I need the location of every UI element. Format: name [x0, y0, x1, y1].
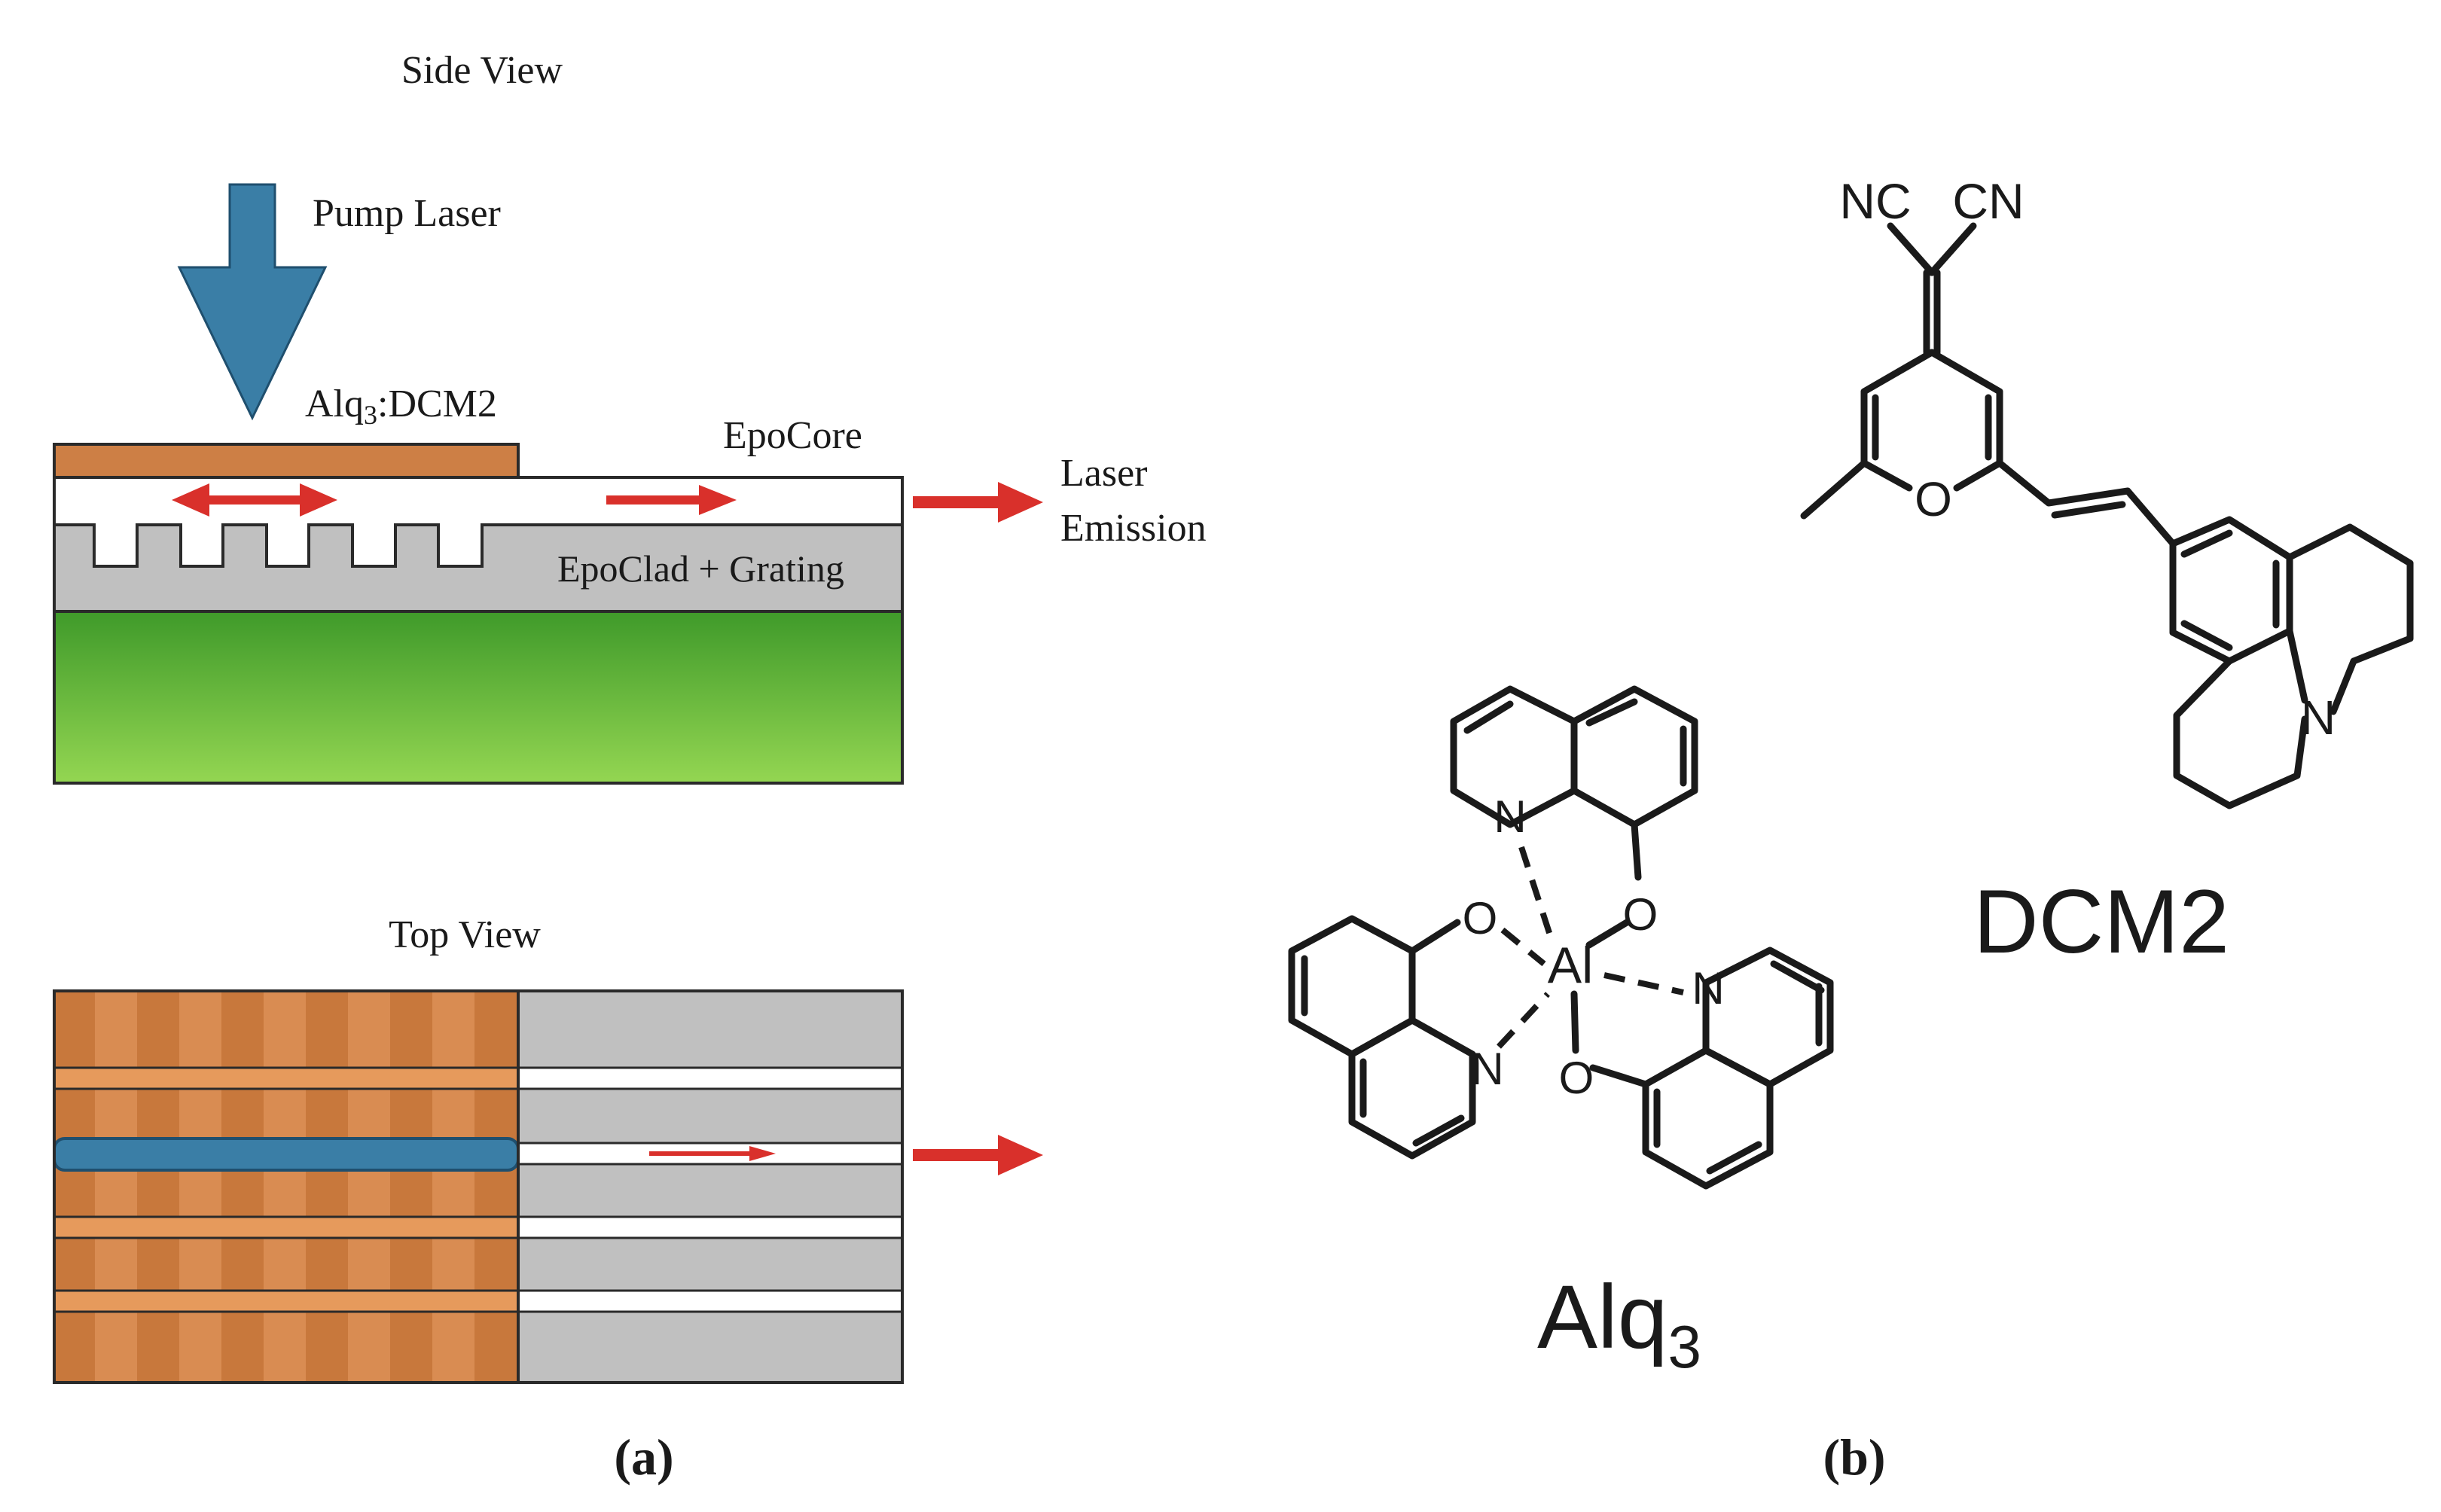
coord-n-top: [1518, 846, 1555, 941]
quinoline-left: O N: [1288, 893, 1504, 1160]
coord-n-left: [1497, 992, 1550, 1049]
bond-o-left-al: [1500, 927, 1546, 967]
atom-n-right: N: [1692, 963, 1724, 1014]
julolidine-ring-lower: [2173, 657, 2308, 809]
feedback-double-arrow: [172, 483, 337, 517]
atom-cn-right: CN: [1952, 173, 2024, 229]
dcm2-label: DCM2: [1973, 871, 2229, 972]
pyran-ring: [1928, 349, 2003, 492]
bond-o-top-al: [1585, 919, 1631, 949]
atom-al: Al: [1548, 937, 1593, 994]
julolidine-ring-upper: [2286, 523, 2414, 665]
top-view-outline: [53, 989, 904, 1384]
propagation-arrow: [606, 485, 737, 515]
bond-nc-left: [1887, 222, 1936, 276]
caption-a: (a): [614, 1428, 673, 1486]
bond-ring-n: [2286, 627, 2308, 704]
gain-layer: [53, 443, 520, 479]
coord-n-right: [1603, 972, 1684, 995]
top-view-title: Top View: [389, 913, 541, 956]
julolidine-aromatic: [2169, 516, 2293, 665]
panel-a-side-view: Side View Pump Laser Alq3:DCM2 EpoCore E…: [53, 49, 1207, 785]
side-view-title: Side View: [401, 49, 563, 92]
atom-nc-left: NC: [1839, 173, 1911, 229]
panel-a-top-view: Top View: [53, 913, 1043, 1384]
emission-arrow-side: [913, 482, 1043, 523]
atom-n-julolidine: N: [2301, 690, 2336, 745]
core-label: EpoCore: [723, 414, 862, 457]
caption-b: (b): [1823, 1428, 1885, 1486]
quinoline-right: N O: [1559, 947, 1834, 1190]
bond-methyl: [1800, 459, 1868, 520]
top-clad-region: [518, 991, 902, 1382]
top-propagation-arrow: [649, 1146, 776, 1161]
bond-n-ring: [2330, 657, 2357, 715]
atom-n-top: N: [1494, 791, 1526, 842]
aromatic-double-3: [2180, 620, 2233, 651]
alq3-label: Alq3: [1537, 1267, 1701, 1380]
bond-cn-right: [1928, 222, 1977, 276]
atom-n-left: N: [1471, 1044, 1503, 1094]
emission-arrow-top: [913, 1135, 1043, 1175]
bond-o-bottom-al: [1570, 990, 1579, 1054]
atom-o-top: O: [1623, 889, 1658, 940]
dcm2-structure: NC CN O N DCM2: [1800, 173, 2414, 972]
pyran-ring-left: [1860, 349, 1936, 492]
top-gain-region: [54, 991, 518, 1382]
atom-o-bottom: O: [1559, 1053, 1594, 1103]
vinyl-double: [2051, 501, 2126, 519]
aromatic-double-1: [2180, 529, 2233, 558]
pump-laser-arrow: [177, 183, 328, 421]
gain-layer-label-main: Alq: [305, 383, 364, 425]
clad-label: EpoClad + Grating: [557, 547, 844, 590]
quinoline-top: N O: [1450, 685, 1698, 940]
emission-label-line2: Emission: [1060, 507, 1207, 550]
vinyl-chain: [1996, 459, 2177, 547]
alq3-structure: Al N O O N: [1288, 685, 1834, 1380]
gain-layer-label-sub: 3: [364, 400, 377, 430]
atom-o-left: O: [1463, 893, 1498, 943]
pumped-stripe: [53, 1137, 520, 1172]
alq3-label-sub: 3: [1668, 1313, 1701, 1380]
emission-label-line1: Laser: [1060, 452, 1147, 495]
substrate: [53, 610, 904, 785]
alq3-label-main: Alq: [1537, 1267, 1668, 1367]
gain-layer-label: Alq3:DCM2: [305, 383, 497, 430]
atom-o-pyran: O: [1915, 472, 1952, 526]
pump-laser-label: Pump Laser: [313, 192, 501, 235]
gain-layer-label-tail: :DCM2: [377, 383, 497, 425]
